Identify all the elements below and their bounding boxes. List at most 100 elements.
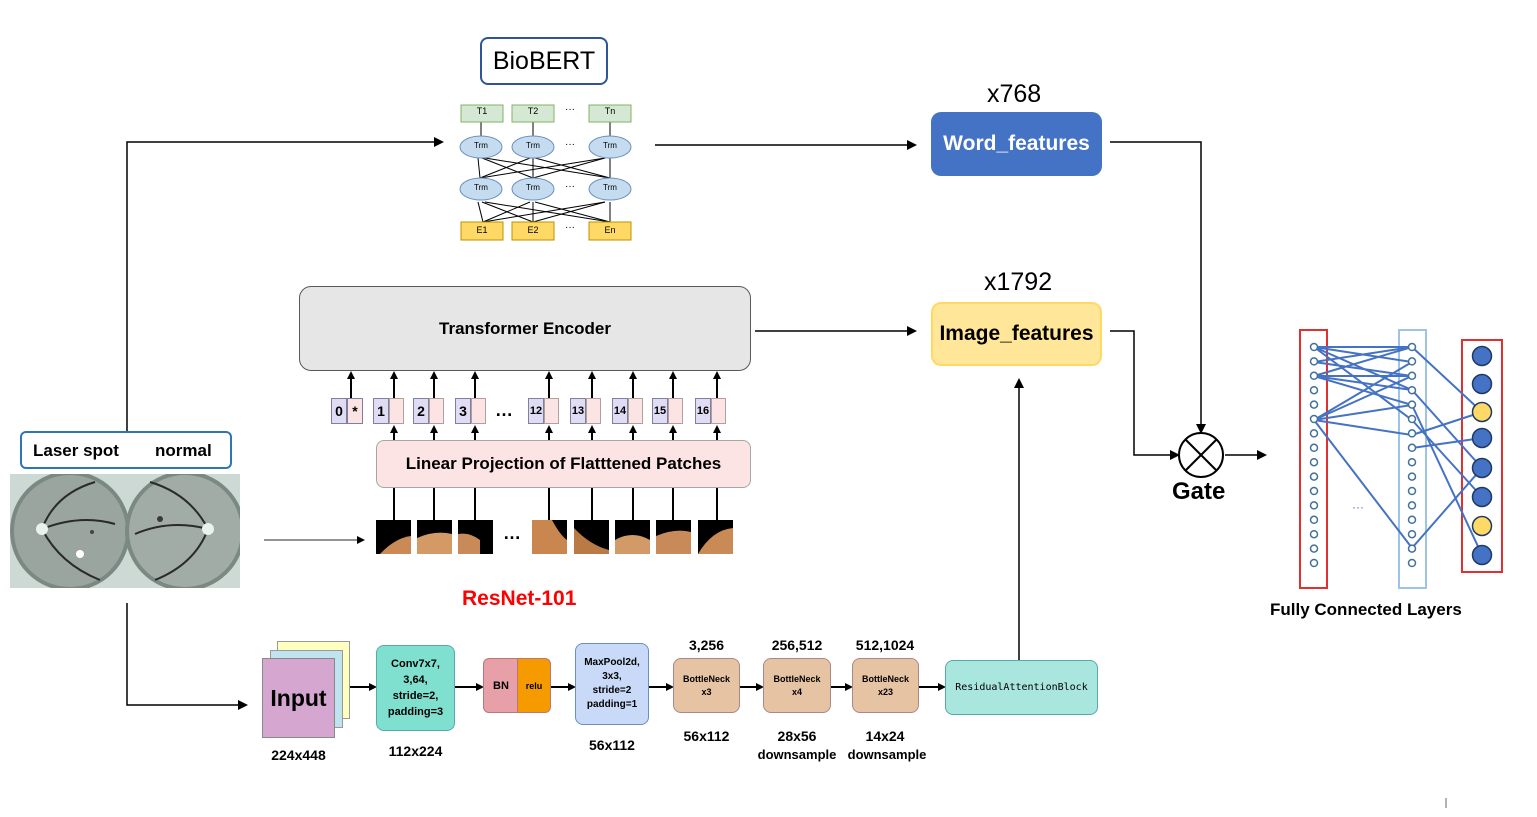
fc-hidden-node [1407,544,1417,553]
biobert-trm-node [588,135,632,159]
biobert-t2-label: T2 [527,106,539,116]
fc-hidden-node [1407,429,1417,438]
fc-input-node [1309,357,1319,366]
position-embedding [429,398,444,424]
fc-output-layer-frame [1461,339,1503,573]
image-features-dim: x1792 [984,268,1053,296]
fc-output-node [1471,345,1493,367]
linear-projection-box: Linear Projection of Flatttened Patches [376,440,751,488]
bottleneck3-block: BottleNeck x23 [852,658,919,713]
image-label-box: Laser spot normal [20,431,232,469]
biobert-tn-label: Tn [604,106,616,116]
bottleneck2-channels: 256,512 [771,637,823,653]
position-embedding [389,398,404,424]
fc-output-node [1471,457,1493,479]
trm-label: Trm [474,141,488,150]
fc-input-node [1309,501,1319,510]
biobert-output-tn [588,104,632,123]
trm-label: Trm [526,183,540,192]
position-embedding [471,398,486,424]
fc-input-node [1309,400,1319,409]
fc-input-node [1309,544,1319,553]
position-embedding [668,398,683,424]
fc-hidden-node [1407,472,1417,481]
image-features-box: Image_features [931,302,1102,366]
position-embedding [544,398,559,424]
token-number: 12 [528,398,544,424]
trm-label: Trm [603,183,617,192]
bottleneck3-note: downsample [847,747,927,762]
fc-output-node [1471,544,1493,566]
fully-connected-network [1299,329,1503,589]
biobert-embedding-en [588,221,632,241]
token-13: 13 [570,398,601,424]
projection-to-token-arrows [347,371,721,520]
token-number: 0 [331,398,347,424]
normal-label: normal [155,441,212,460]
fc-hidden-node [1407,558,1417,568]
fc-output-node [1471,486,1493,508]
conv-size-label: 112x224 [388,743,443,759]
token-1: 1 [373,398,404,424]
fc-input-node [1309,371,1319,381]
biobert-t1-label: T1 [476,106,488,116]
biobert-e1-label: E1 [476,225,488,235]
edge-image-to-biobert [126,137,444,431]
fc-input-node [1309,385,1319,395]
fc-hidden-node [1407,357,1417,366]
bottleneck1-channels: 3,256 [688,637,725,653]
token-number: 3 [455,398,471,424]
token-number: 13 [570,398,586,424]
bn-block: BN [483,658,519,713]
fc-hidden-node [1407,515,1417,525]
fc-hidden-node [1407,486,1417,496]
biobert-ellipsis: ··· [565,222,575,233]
bottleneck2-size: 28x56 [777,728,817,744]
token-number: 2 [413,398,429,424]
fc-hidden-node [1407,400,1417,409]
relu-block: relu [517,658,551,713]
edge-image-to-resnet [126,603,248,710]
fc-input-layer-frame [1299,329,1328,589]
position-embedding [586,398,601,424]
fc-ellipsis: ··· [1352,500,1364,514]
transformer-encoder-box: Transformer Encoder [299,286,751,371]
patch-ellipsis: … [503,523,521,543]
edge-image-to-gate [1110,330,1180,460]
fc-output-node [1471,427,1493,449]
trm-label: Trm [526,141,540,150]
biobert-title: BioBERT [480,37,608,85]
token-16: 16 [695,398,726,424]
biobert-embedding-e1 [460,221,504,241]
bottleneck2-note: downsample [757,747,837,762]
fc-input-node [1309,457,1319,467]
token-number: 1 [373,398,389,424]
fc-hidden-node [1407,501,1417,510]
fc-hidden-layer-frame [1398,329,1427,589]
biobert-trm-node [511,135,555,159]
fc-output-node [1471,401,1493,423]
token-class: 0 * [331,398,363,424]
fc-input-node [1309,429,1319,438]
fundus-image [10,474,240,588]
token-15: 15 [652,398,683,424]
token-number: 15 [652,398,668,424]
fc-input-node [1309,443,1319,453]
token-class-mark: * [347,398,363,424]
biobert-e2-label: E2 [527,225,539,235]
biobert-output-t2 [511,104,555,123]
fc-layers-label: Fully Connected Layers [1270,600,1462,619]
gate-multiply-node [1178,432,1224,478]
bottleneck2-block: BottleNeck x4 [763,658,831,713]
gate-label: Gate [1172,478,1226,505]
biobert-en-label: En [604,225,616,235]
token-number: 16 [695,398,711,424]
fc-input-node [1309,414,1319,424]
token-ellipsis: … [495,400,513,420]
trm-label: Trm [474,183,488,192]
token-2: 2 [413,398,444,424]
fc-hidden-node [1407,529,1417,539]
biobert-ellipsis: ··· [565,104,575,115]
